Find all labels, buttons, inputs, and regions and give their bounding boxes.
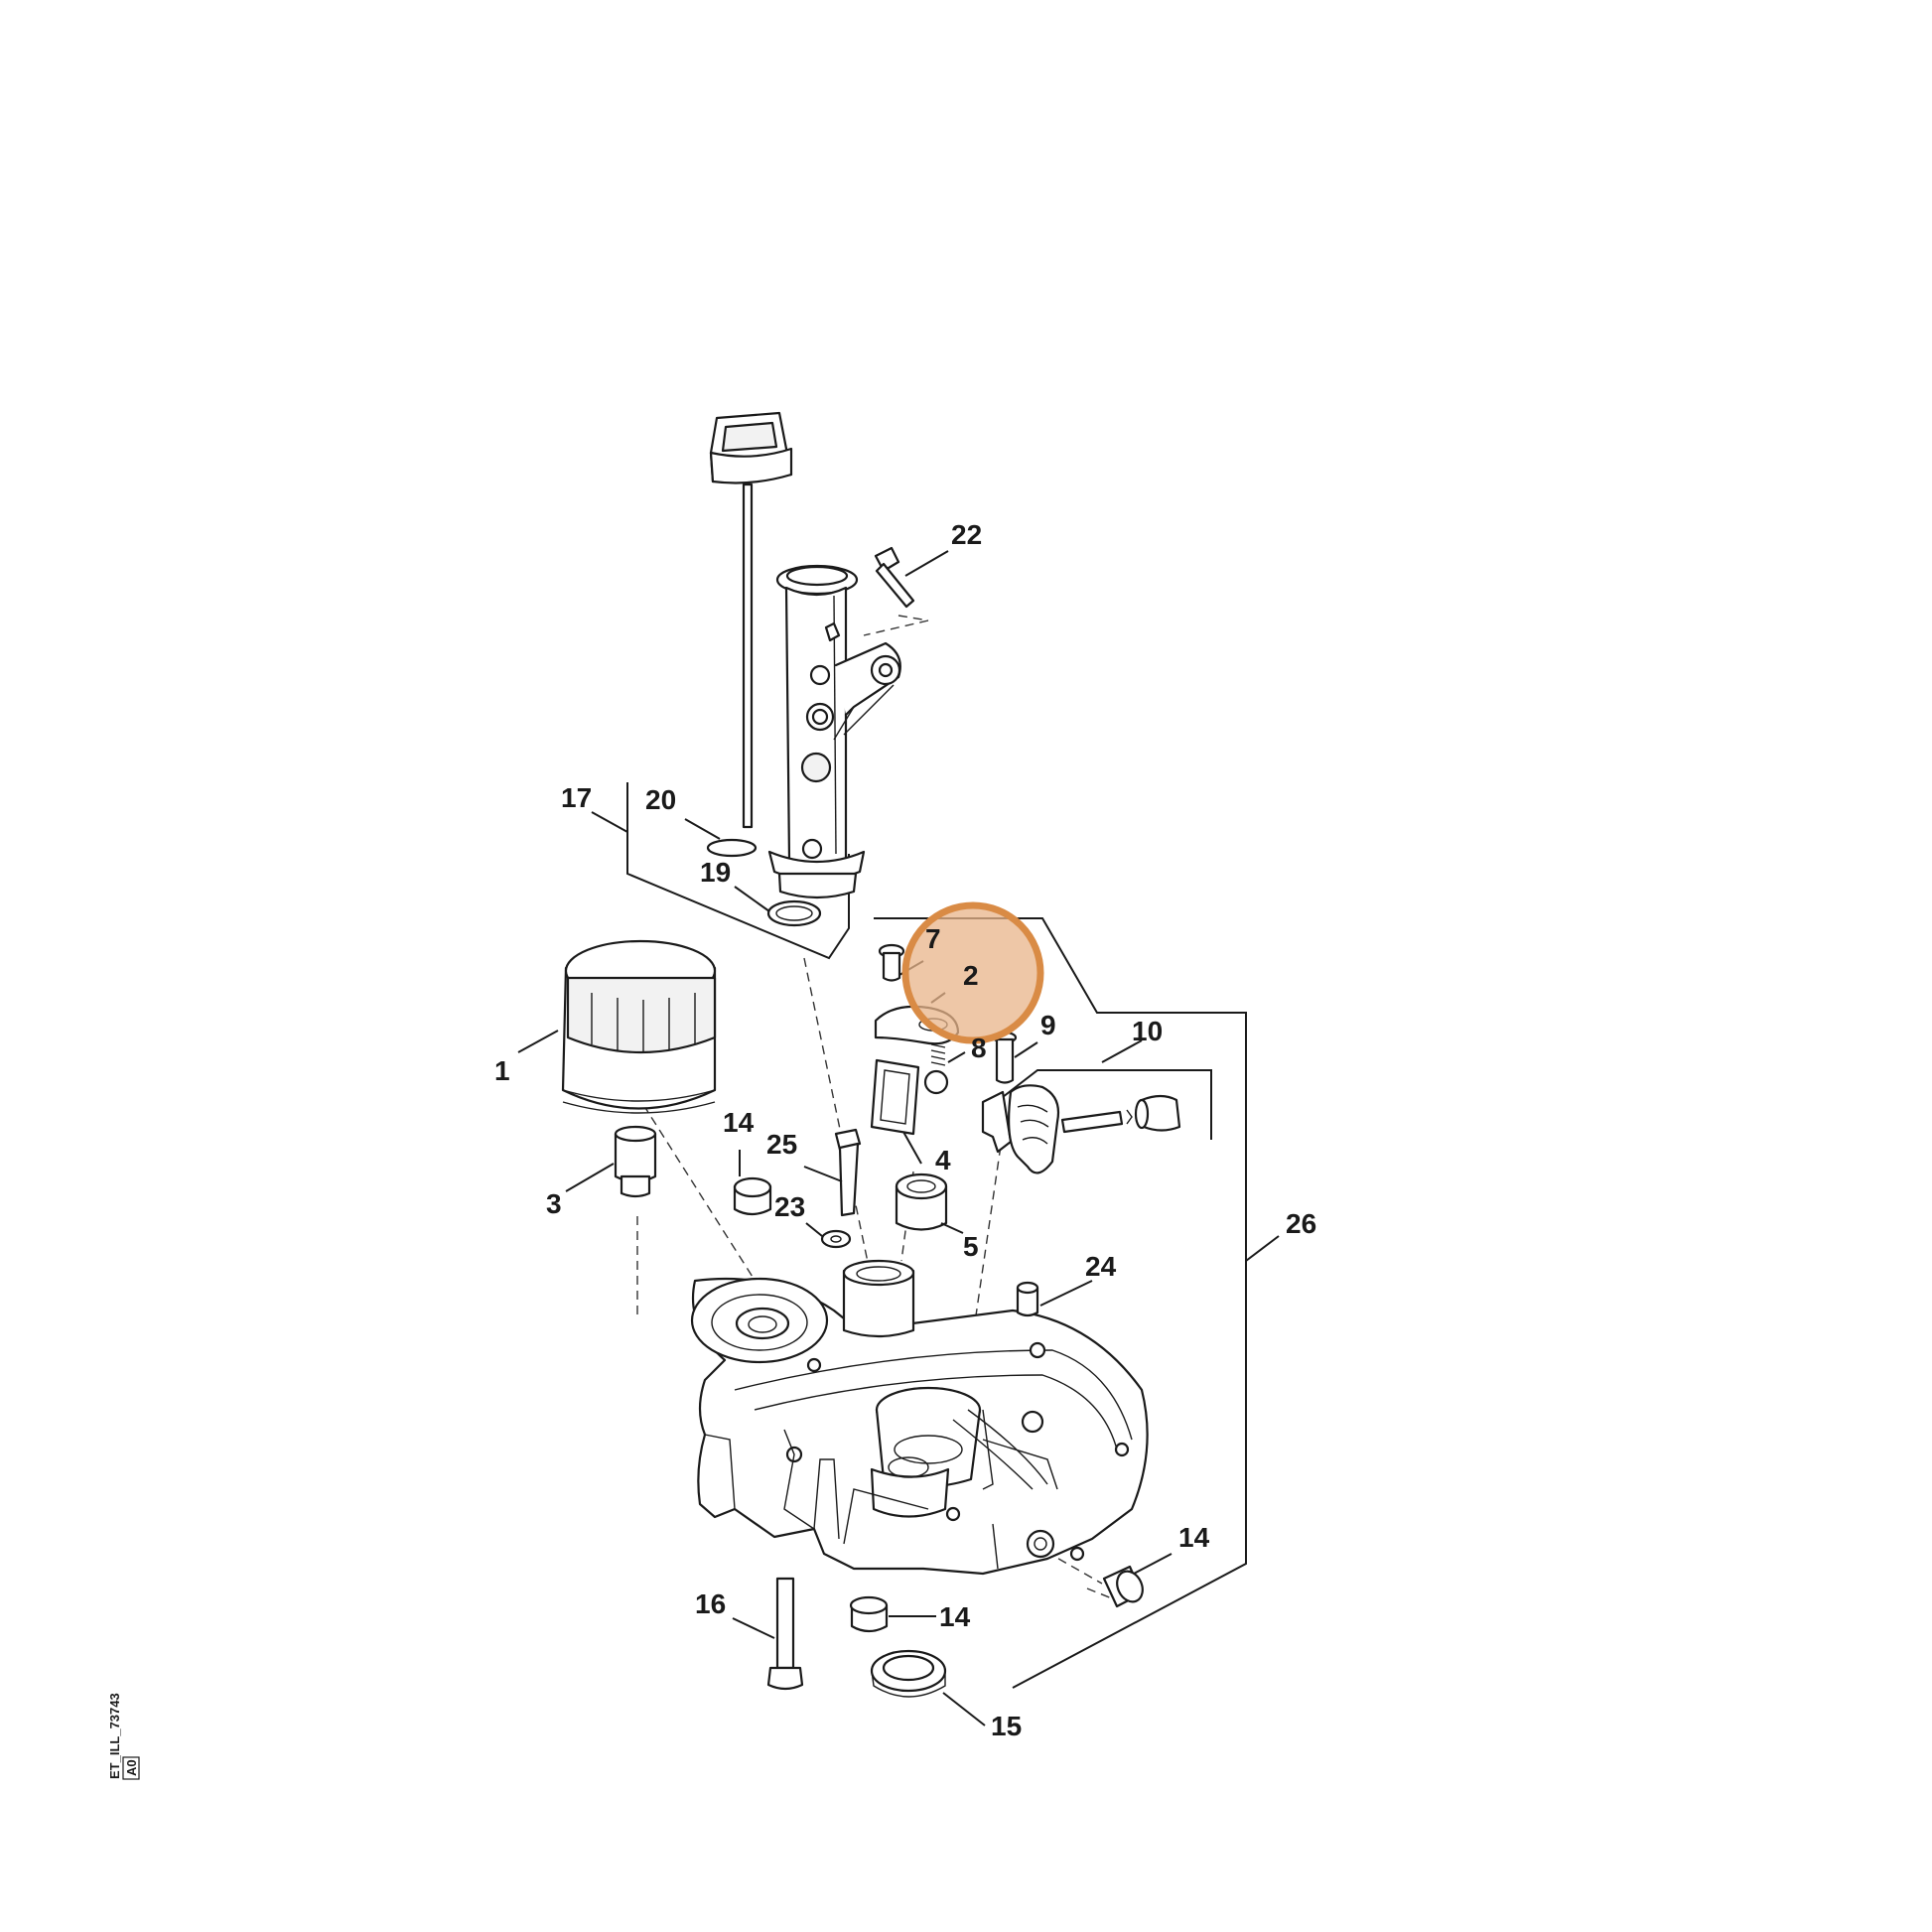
callout-23[interactable]: 23	[774, 1191, 805, 1222]
callout-9[interactable]: 9	[1040, 1010, 1056, 1040]
bolt-25	[834, 1128, 862, 1217]
highlight-circle[interactable]	[901, 901, 1044, 1044]
callout-14-upper[interactable]: 14	[723, 1107, 755, 1138]
callout-8[interactable]: 8	[971, 1033, 987, 1063]
callout-19[interactable]: 19	[700, 857, 731, 888]
callout-5[interactable]: 5	[963, 1231, 979, 1262]
callout-3[interactable]: 3	[546, 1188, 562, 1219]
seal-15	[870, 1649, 947, 1698]
bolt-16	[766, 1577, 804, 1691]
callout-numbers: 1 2 3 4 5 7 8 9 10 14 14 14 15 16 17 19 …	[494, 519, 1316, 1741]
callout-14-lower[interactable]: 14	[939, 1601, 971, 1632]
callout-16[interactable]: 16	[695, 1588, 726, 1619]
dipstick	[709, 411, 793, 829]
o-ring-20	[706, 838, 758, 858]
callout-10[interactable]: 10	[1132, 1016, 1163, 1046]
callout-1[interactable]: 1	[494, 1055, 510, 1086]
gasket-4	[870, 1058, 920, 1136]
bracket-17	[626, 782, 850, 960]
o-ring-19	[766, 899, 822, 927]
cap-14-upper	[733, 1176, 772, 1216]
bolt-22	[874, 546, 915, 609]
bearing-5	[895, 1173, 948, 1231]
oil-fill-tube	[767, 564, 901, 899]
revision-box	[122, 1756, 140, 1780]
callout-24[interactable]: 24	[1085, 1251, 1117, 1282]
crankcase-base	[690, 1259, 1149, 1576]
illustration-code: ET_ILL_73743 A0	[107, 1693, 140, 1780]
fitting-3	[614, 1125, 657, 1198]
callout-7[interactable]: 7	[925, 923, 941, 954]
dowel-24	[1016, 1281, 1039, 1317]
revision-text: A0	[124, 1759, 139, 1776]
callout-25[interactable]: 25	[766, 1129, 797, 1160]
pin-9	[992, 1031, 1018, 1084]
cap-14-lower	[849, 1595, 889, 1633]
screw-7	[878, 943, 905, 982]
plug-14-right	[1102, 1565, 1144, 1608]
callout-15[interactable]: 15	[991, 1711, 1022, 1741]
bracket-10	[1002, 1069, 1212, 1140]
spring-8	[923, 1043, 949, 1095]
washer-23	[820, 1229, 852, 1249]
callout-17[interactable]: 17	[561, 782, 592, 813]
callout-14-right[interactable]: 14	[1178, 1522, 1210, 1553]
callout-20[interactable]: 20	[645, 784, 676, 815]
illustration-code-text: ET_ILL_73743	[107, 1693, 122, 1779]
callout-4[interactable]: 4	[935, 1145, 951, 1175]
callout-2[interactable]: 2	[963, 960, 979, 991]
oil-filter	[561, 939, 717, 1114]
callout-26[interactable]: 26	[1286, 1208, 1316, 1239]
callout-22[interactable]: 22	[951, 519, 982, 550]
oil-pump-assembly-10	[981, 1084, 1181, 1174]
